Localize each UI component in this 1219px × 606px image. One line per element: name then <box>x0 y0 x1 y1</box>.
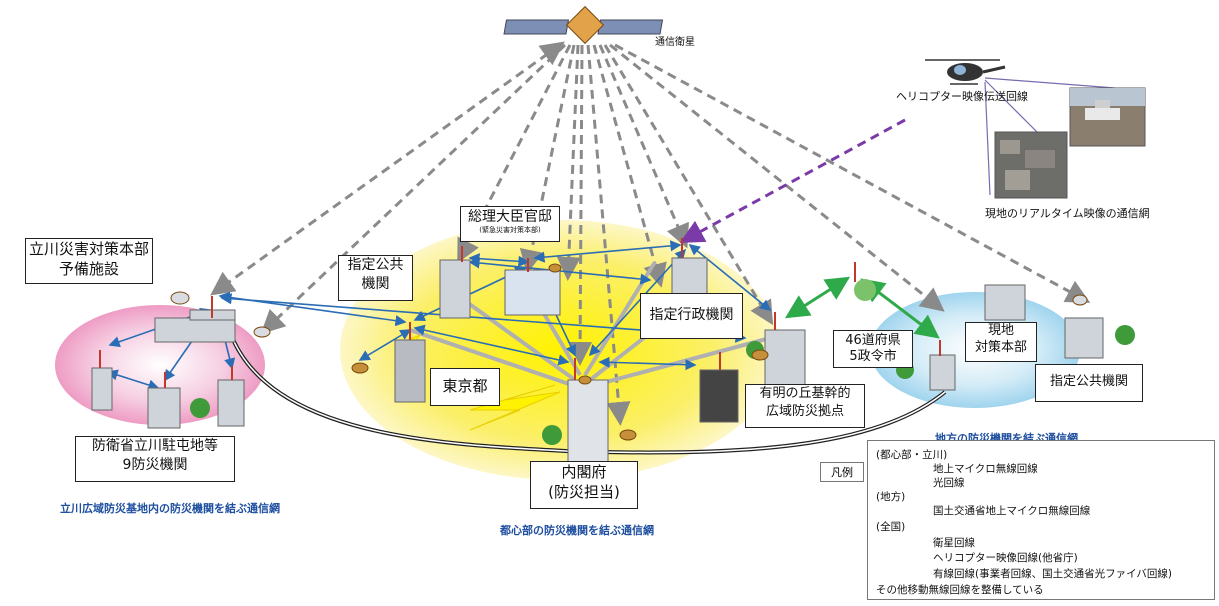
defense-line1: 防衛省立川駐屯地等 <box>76 437 234 456</box>
local-hq-box: 現地 対策本部 <box>965 322 1037 362</box>
legend-box: (都心部・立川) 地上マイクロ無線回線 光回線 (地方) 国土交通省地上マイクロ… <box>867 440 1215 600</box>
cabinet-office-line1: 内閣府 <box>531 462 637 482</box>
central-network-caption: 都心部の防災機関を結ぶ通信網 <box>500 522 654 538</box>
local-hq-line2: 対策本部 <box>966 340 1036 357</box>
legend-other: その他移動無線回線を整備している <box>876 582 1044 597</box>
tachikawa-hq-box: 立川災害対策本部 予備施設 <box>25 238 153 284</box>
legend-micro: 地上マイクロ無線回線 <box>933 461 1038 476</box>
legend-wired: 有線回線(事業者回線、国土交通省光ファイバ回線) <box>933 566 1172 581</box>
legend-tag: 凡例 <box>820 462 864 482</box>
tachikawa-hq-line1: 立川災害対策本部 <box>26 239 152 259</box>
public-org-right-box: 指定公共機関 <box>1035 364 1143 402</box>
defense-line2: 9防災機関 <box>76 456 234 475</box>
helicopter-link <box>685 120 905 240</box>
helicopter-icon <box>925 60 1005 84</box>
legend-heli: ヘリコプター映像回線(他省庁) <box>933 550 1078 565</box>
prefectures-line1: 46道府県 <box>834 333 912 349</box>
cabinet-office-line2: (防災担当) <box>531 482 637 502</box>
prefectures-box: 46道府県 5政令市 <box>833 330 913 368</box>
kantei-title: 総理大臣官邸 <box>461 209 559 226</box>
public-org-left-box: 指定公共 機関 <box>338 255 413 301</box>
kantei-subtitle: (緊急災害対策本部) <box>461 226 559 234</box>
prefectures-line2: 5政令市 <box>834 349 912 365</box>
legend-group-regional: (地方) <box>876 489 905 504</box>
admin-org-box: 指定行政機関 <box>640 293 743 339</box>
tachikawa-network-caption: 立川広域防災基地内の防災機関を結ぶ通信網 <box>60 500 280 516</box>
realtime-photo-1 <box>1070 88 1145 146</box>
tachikawa-hq-line2: 予備施設 <box>26 259 152 279</box>
ariake-box: 有明の丘基幹的 広域防災拠点 <box>745 384 865 428</box>
legend-optical: 光回線 <box>933 475 965 490</box>
realtime-photo-2 <box>995 132 1067 198</box>
legend-mlit-micro: 国土交通省地上マイクロ無線回線 <box>933 503 1090 518</box>
kantei-box: 総理大臣官邸 (緊急災害対策本部) <box>460 206 560 242</box>
public-org-left-line1: 指定公共 <box>339 256 412 275</box>
local-hq-line1: 現地 <box>966 323 1036 340</box>
public-org-left-line2: 機関 <box>339 275 412 294</box>
legend-satellite: 衛星回線 <box>933 535 975 550</box>
realtime-label: 現地のリアルタイム映像の通信網 <box>985 205 1150 221</box>
tokyo-box: 東京都 <box>430 368 500 406</box>
satellite-label: 通信衛星 <box>655 33 695 48</box>
satellite-icon <box>504 7 662 44</box>
ariake-line2: 広域防災拠点 <box>746 403 864 421</box>
ariake-line1: 有明の丘基幹的 <box>746 385 864 403</box>
legend-group-central: (都心部・立川) <box>876 447 947 462</box>
helicopter-link-label: ヘリコプター映像伝送回線 <box>896 88 1028 104</box>
legend-group-national: (全国) <box>876 519 905 534</box>
cabinet-office-box: 内閣府 (防災担当) <box>530 461 638 509</box>
defense-box: 防衛省立川駐屯地等 9防災機関 <box>75 436 235 482</box>
